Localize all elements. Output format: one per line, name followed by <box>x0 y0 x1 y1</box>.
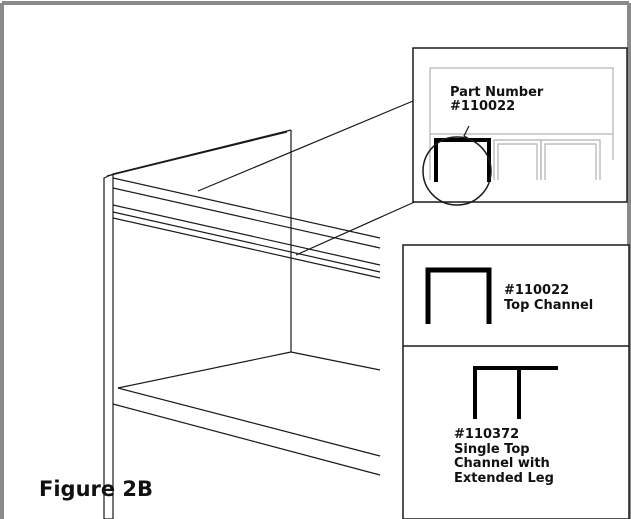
part-number-value: #110022 <box>450 99 516 115</box>
extended-leg-name-3: Extended Leg <box>454 470 554 486</box>
floor-right-edge <box>290 351 381 371</box>
extended-leg-name-1: Single Top <box>454 441 530 457</box>
extended-leg-legend-label: #110372 Single Top Channel with Extended… <box>454 427 554 486</box>
top-rail-lower-3 <box>112 217 381 279</box>
part-number-heading: Part Number <box>450 85 544 100</box>
figure-title: Figure 2B <box>39 477 154 501</box>
top-channel-legend-label: #110022 Top Channel <box>504 283 594 313</box>
legend-box <box>402 244 630 519</box>
extended-leg-name-2: Channel with <box>454 456 550 472</box>
extended-leg-channel-icon <box>473 366 558 419</box>
top-rail-upper-2 <box>112 187 381 249</box>
top-channel-icon <box>425 267 492 324</box>
back-panel-top-edge-inner <box>106 131 288 177</box>
callout-leader-upper <box>197 100 414 192</box>
magnifier-circle <box>422 136 492 206</box>
light-channel-3 <box>540 139 601 180</box>
top-rail-upper-1 <box>112 177 381 239</box>
callout-leader-lower <box>295 195 429 256</box>
cabinet-drawing <box>103 100 429 519</box>
top-rail-lower-2 <box>112 211 381 273</box>
part-number-callout-label: Part Number #110022 <box>450 85 544 115</box>
callout-panel-outline <box>429 67 614 135</box>
callout-box <box>412 47 628 206</box>
floor-back-edge <box>117 351 292 389</box>
top-channel-name: Top Channel <box>504 297 594 313</box>
top-channel-part-no: #110022 <box>504 283 570 298</box>
extended-leg-part-no: #110372 <box>454 427 520 442</box>
top-rail-lower-1 <box>112 204 381 266</box>
floor-front-edge-2 <box>112 403 381 476</box>
part-leader-arrow <box>463 125 470 139</box>
cabinet-left-panel <box>103 173 114 519</box>
floor-front-edge <box>117 387 381 457</box>
